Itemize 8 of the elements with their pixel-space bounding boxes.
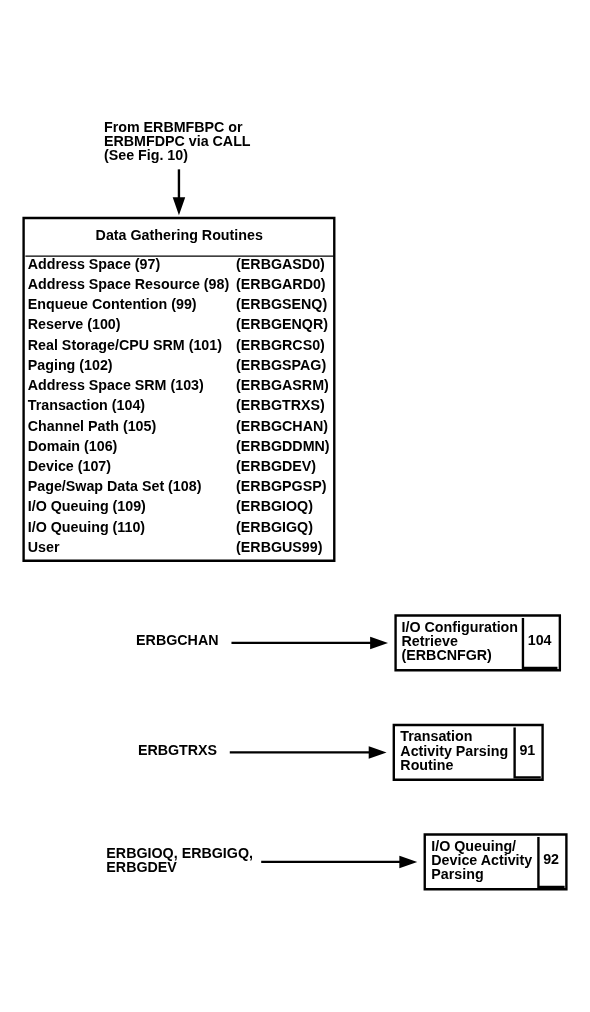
- node-text: ERBGIOQ, ERBGIGQ, ERBGDEV: [106, 844, 253, 876]
- arrow: [172, 169, 186, 216]
- arrow: [261, 855, 418, 869]
- arrow: [231, 636, 388, 650]
- node-text: ERBGTRXS: [137, 741, 218, 758]
- node-text: ERBGCHAN: [136, 632, 219, 649]
- node-text: From ERBMFBPC or ERBMFDPC via CALL (See Fig. 10): [103, 118, 251, 164]
- arrow: [229, 746, 387, 759]
